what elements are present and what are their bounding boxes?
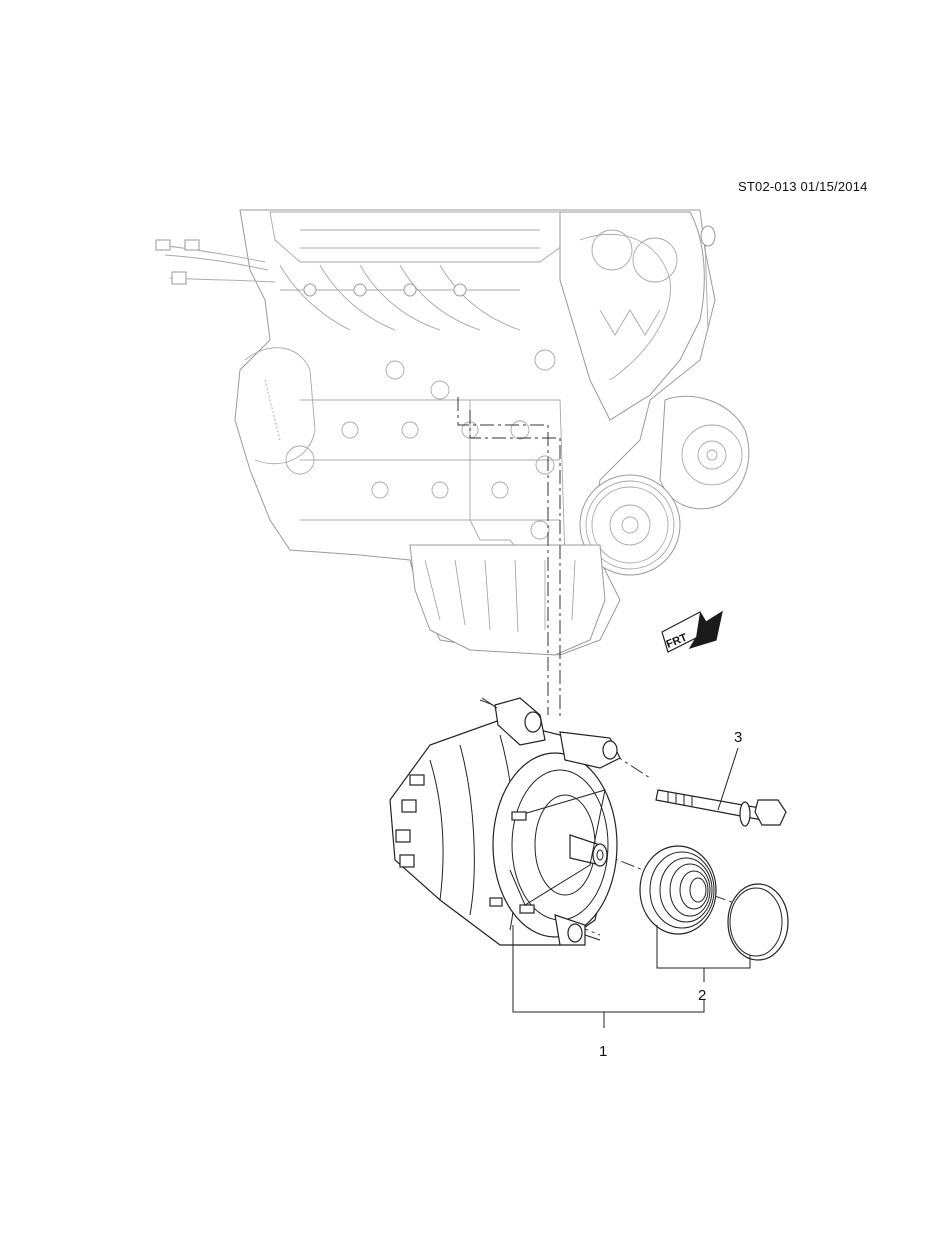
engine-illustration xyxy=(155,209,750,656)
bolt-path-upper xyxy=(457,397,549,715)
callout-leaders xyxy=(512,747,751,1028)
mounting-bolt xyxy=(655,789,787,827)
callout-3: 3 xyxy=(734,729,742,746)
alternator-pulley xyxy=(639,845,717,935)
callout-2: 2 xyxy=(698,987,706,1004)
pulley-cap xyxy=(727,883,789,961)
front-direction-arrow: FRT xyxy=(661,610,723,653)
reference-label: ST02-013 01/15/2014 xyxy=(738,179,868,194)
alternator xyxy=(389,697,621,946)
callout-1: 1 xyxy=(599,1043,607,1060)
